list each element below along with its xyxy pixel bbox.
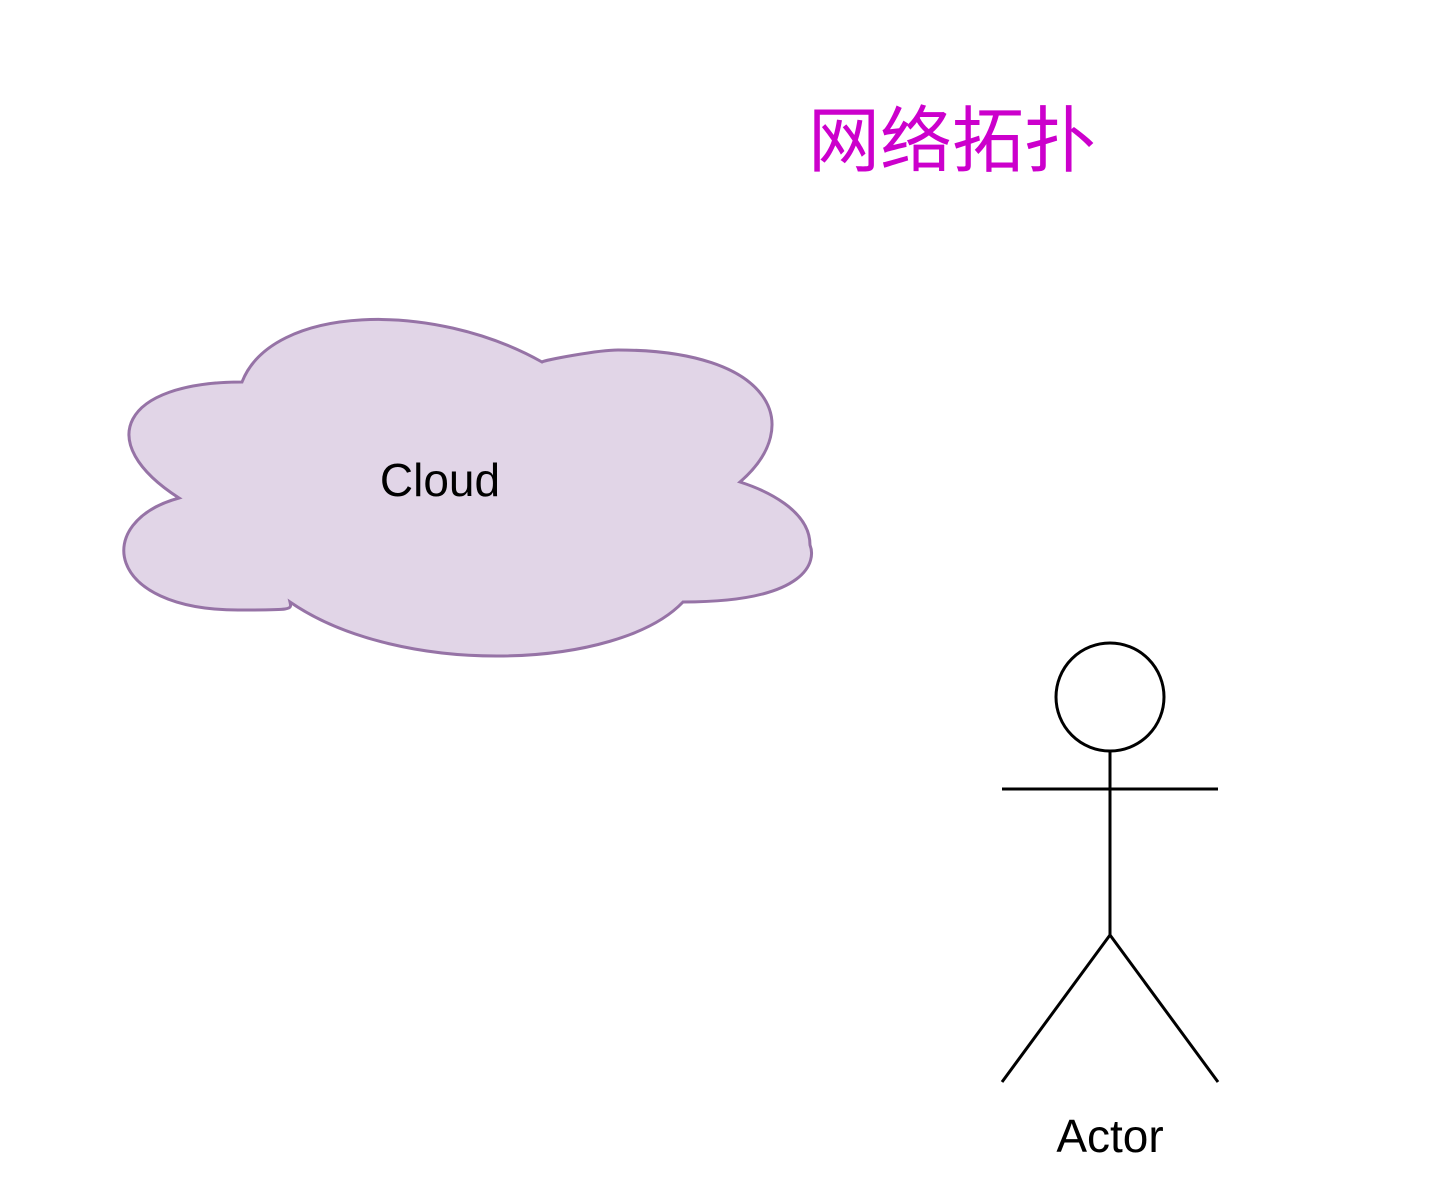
cloud-node[interactable]: Cloud — [122, 317, 814, 658]
actor-right-leg — [1108, 934, 1220, 1083]
actor-node[interactable] — [1000, 641, 1220, 1083]
actor-label: Actor — [1056, 1110, 1163, 1162]
actor-head — [1054, 641, 1166, 753]
cloud-shape — [122, 317, 814, 658]
diagram-title: 网络拓扑 — [808, 99, 1097, 183]
cloud-label: Cloud — [380, 454, 500, 506]
actor-left-leg — [1000, 934, 1112, 1083]
